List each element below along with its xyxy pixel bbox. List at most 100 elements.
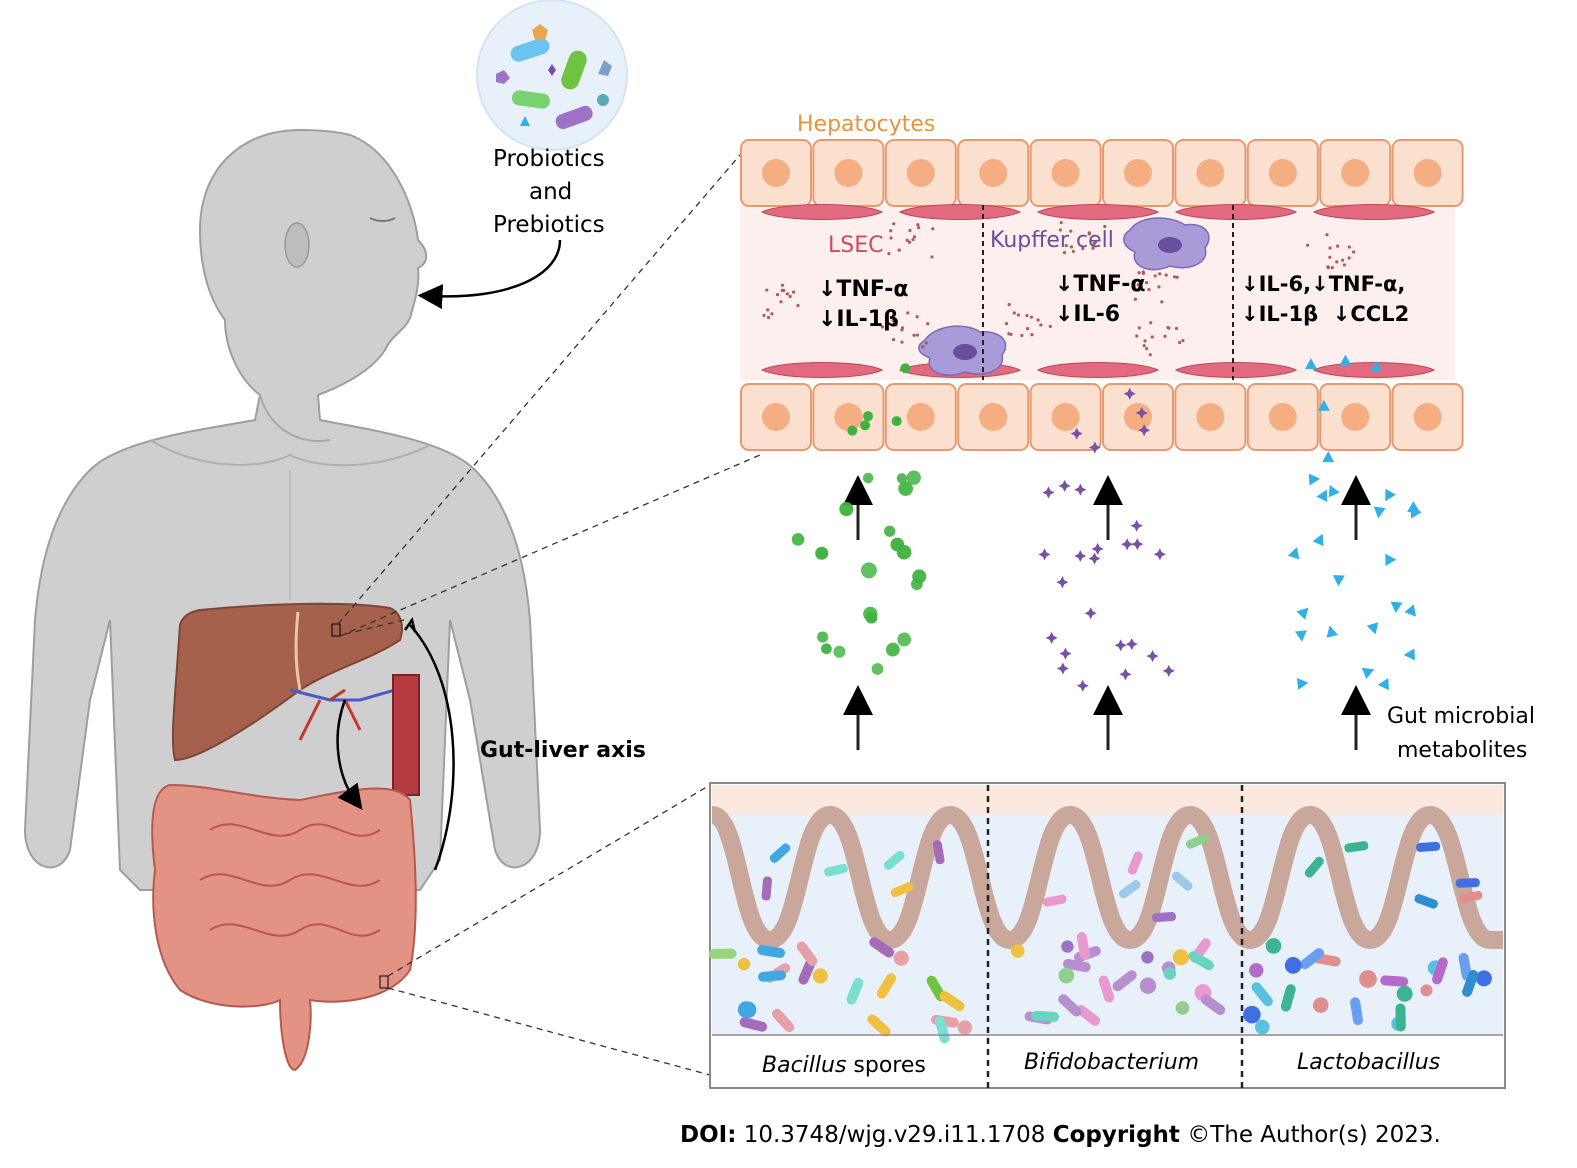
hepatocyte-nucleus: [1196, 403, 1225, 431]
cytokine-dot: [1157, 285, 1161, 289]
cytokine-dot: [1328, 246, 1332, 250]
metabolite-triangle: [1404, 604, 1417, 617]
hepatocyte-nucleus: [834, 403, 863, 431]
cytokine-dot: [1342, 263, 1346, 267]
upward-arrows: [843, 475, 1371, 750]
microbe-rod: [883, 850, 905, 870]
microbe-rod: [1042, 894, 1067, 907]
cytokine-dot: [1145, 347, 1149, 351]
cytokine-dot: [1352, 250, 1356, 254]
microbe-rod: [761, 876, 772, 901]
kupffer-cell-top: [1123, 217, 1210, 271]
metabolite-hexagon: [839, 502, 854, 517]
cytokine-dot: [1093, 240, 1097, 244]
microbe-rod: [757, 945, 785, 958]
microbe-rod: [769, 843, 791, 863]
microbe-rod: [1098, 975, 1115, 1003]
metabolite-star: [1153, 548, 1166, 561]
lsec-row-top: [760, 204, 1436, 220]
supplement-label-line3: Prebiotics: [493, 212, 605, 238]
metabolite-triangle: [1339, 354, 1352, 366]
microbe-rod: [772, 1008, 795, 1033]
microbe-rod: [1118, 880, 1141, 899]
cytokine-dot: [1149, 321, 1153, 325]
cytokine-dot: [921, 345, 925, 349]
cytokine-dot: [1029, 315, 1034, 319]
microbe-rod: [1304, 856, 1324, 878]
panel3-organism-label: Lactobacillus: [1297, 1050, 1441, 1075]
metabolite-hexagon: [860, 420, 871, 431]
metabolite-star: [1084, 607, 1097, 620]
metabolite-star: [1070, 427, 1083, 440]
metabolite-hexagon: [898, 481, 913, 496]
hepatocyte-nucleus: [979, 403, 1008, 431]
metabolite-star: [1114, 639, 1127, 652]
metabolite-star: [1088, 441, 1101, 454]
hepatocyte-nucleus: [1051, 159, 1080, 187]
metabolite-triangle: [1390, 601, 1403, 614]
cytokine-dot: [1335, 260, 1339, 264]
hepatocyte-nucleus: [762, 159, 790, 187]
doi-label: DOI:: [680, 1122, 737, 1148]
metabolites-label-line2: metabolites: [1397, 738, 1528, 763]
connector-lines: [337, 154, 761, 1076]
cytokine-dot: [930, 255, 934, 259]
metabolite-hexagon: [815, 546, 829, 560]
hepatocyte-nucleus: [979, 159, 1008, 187]
cytokine-dot: [1064, 243, 1068, 248]
cytokine-dot: [1148, 353, 1152, 357]
cytokine-dot: [788, 294, 792, 299]
cytokine-dot: [900, 340, 904, 344]
footer-citation: DOI: 10.3748/wjg.v29.i11.1708 Copyright …: [680, 1122, 1441, 1148]
microbe-rod: [1299, 948, 1325, 970]
panel3-effect-line1: ↓IL-6,↓TNF-α,: [1241, 272, 1406, 296]
microbe-coccus: [1312, 997, 1329, 1013]
microbe-coccus: [1061, 940, 1074, 953]
hepatocyte-nucleus: [1341, 159, 1370, 187]
metabolite-triangle: [1304, 358, 1317, 370]
microbe-coccus: [1475, 970, 1492, 987]
lsec-row-bottom: [760, 362, 1436, 378]
metabolite-hexagon: [897, 632, 912, 647]
cytokine-dot: [1347, 245, 1351, 249]
metabolite-triangle: [1366, 622, 1379, 635]
metabolite-triangle: [1312, 533, 1324, 547]
microbe-rod: [1395, 1003, 1406, 1032]
panel1-organism-name: Bacillus: [762, 1053, 847, 1078]
lsec-cell: [1174, 362, 1298, 378]
cytokine-dot: [1167, 326, 1171, 330]
microbe-coccus: [1058, 967, 1075, 984]
microbe-rod: [890, 882, 914, 898]
lsec-cell: [760, 362, 884, 378]
metabolite-hexagon: [821, 643, 832, 655]
cytokine-dot: [1039, 323, 1043, 327]
microbe-coccus: [812, 968, 828, 984]
cytokine-dot: [1347, 256, 1351, 260]
cytokine-dot: [1133, 297, 1138, 301]
cytokine-dot: [1048, 324, 1052, 329]
metabolite-star: [1123, 387, 1136, 400]
hepatocyte-nucleus: [1124, 159, 1152, 187]
cytokine-dot: [1141, 270, 1145, 274]
microbe-coccus: [1284, 957, 1302, 974]
lsec-cell: [898, 204, 1022, 220]
cytokine-dot: [791, 290, 796, 294]
metabolite-triangle: [1308, 473, 1321, 486]
microbe-rod: [824, 863, 848, 877]
metabolite-star: [1091, 542, 1104, 555]
cytokine-dot: [781, 288, 786, 293]
microbe-rod: [1414, 894, 1438, 909]
metabolite-star: [1162, 664, 1175, 677]
aorta: [392, 674, 420, 796]
metabolite-clouds: [791, 354, 1422, 692]
cytokine-dot: [906, 311, 910, 315]
metabolite-hexagon: [912, 569, 927, 584]
panel1-organism-label: Bacillus spores: [762, 1053, 926, 1078]
microbe-rod: [1280, 984, 1296, 1012]
cytokine-dot: [766, 308, 770, 312]
metabolites-label-line1: Gut microbial: [1387, 704, 1535, 729]
cytokine-dot: [1172, 275, 1177, 279]
microbe-coccus: [1249, 963, 1264, 978]
cytokine-dot: [1136, 283, 1140, 287]
cytokine-dot: [1069, 229, 1073, 233]
